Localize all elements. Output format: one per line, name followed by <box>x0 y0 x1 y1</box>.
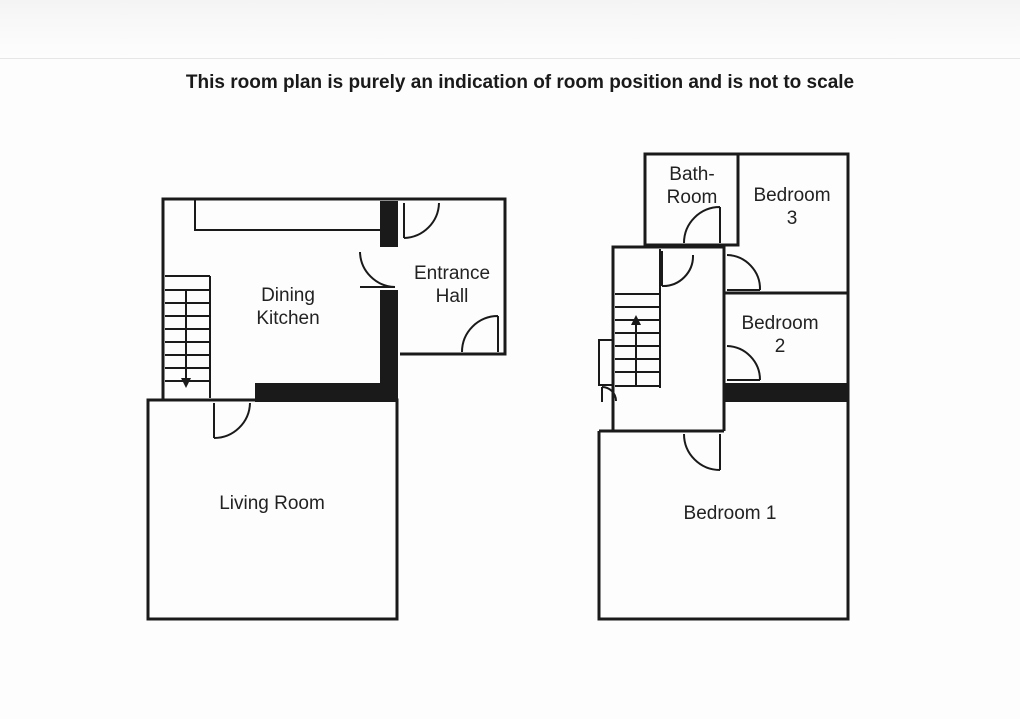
room-label-bedroom-1: Bedroom 1 <box>683 503 777 524</box>
ground-floor <box>146 197 507 621</box>
door-swing-kitchen-hall <box>359 251 396 288</box>
scan-top-band <box>0 0 1020 59</box>
room-label-dining-kitchen: Dining Kitchen <box>256 285 320 329</box>
door-swing-hall-top <box>403 202 440 239</box>
room-label-bathroom: Bath- Room <box>666 164 718 208</box>
room-label-living-room: Living Room <box>219 493 325 514</box>
bedroom-2-thick-wall <box>724 383 848 402</box>
bedroom-2-walls <box>724 291 850 402</box>
landing-alcove <box>598 339 614 386</box>
door-swing-bedroom-1 <box>683 433 721 471</box>
kitchen-hall-thick-wall <box>380 201 398 247</box>
bedroom-1-walls <box>597 402 850 621</box>
kitchen-hall-thick-wall-lower <box>380 290 398 402</box>
dining-kitchen-walls <box>161 197 400 400</box>
door-swing-alcove <box>601 386 617 402</box>
door-swing-front-door <box>461 315 499 353</box>
disclaimer-heading: This room plan is purely an indication o… <box>185 72 855 93</box>
entrance-hall-walls <box>398 197 507 356</box>
first-floor-stairs <box>615 293 661 388</box>
door-swing-bedroom-3 <box>726 254 762 291</box>
living-room-walls <box>146 398 399 621</box>
bathroom-walls <box>643 152 740 247</box>
door-swing-bathroom <box>683 206 721 244</box>
door-swing-living-room <box>213 402 251 439</box>
ground-stairs <box>165 275 211 398</box>
kitchen-worktop <box>194 200 380 231</box>
door-swing-landing <box>661 251 695 288</box>
kitchen-living-thick-wall <box>255 383 398 402</box>
room-label-bedroom-3: Bedroom 3 <box>753 185 831 229</box>
room-label-entrance-hall: Entrance Hall <box>413 263 491 307</box>
room-label-bedroom-2: Bedroom 2 <box>741 313 819 357</box>
door-swing-bedroom-2 <box>726 345 761 381</box>
first-floor <box>597 152 850 621</box>
landing-walls <box>611 245 726 431</box>
